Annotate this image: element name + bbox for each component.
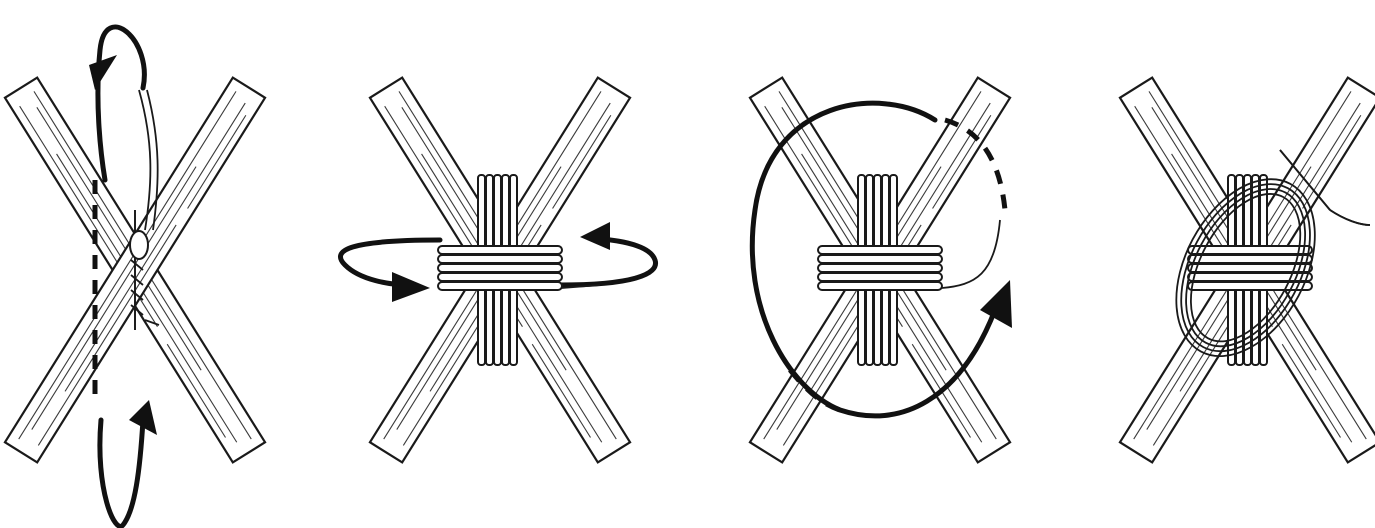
step-3-rope-end: [942, 220, 1000, 288]
step-1-timber-hitch: [5, 27, 265, 526]
step-4-finished-lashing: [1120, 78, 1375, 463]
step-3-horizontal-turns: [818, 246, 942, 290]
step-2-horizontal-turns: [438, 246, 562, 290]
step-1-top-loop-arrow: [89, 27, 144, 180]
step-1-bottom-loop-arrow: [100, 400, 157, 526]
step-2-diagonal-turns: [340, 78, 655, 463]
step-3-frapping-turns: [750, 78, 1012, 463]
